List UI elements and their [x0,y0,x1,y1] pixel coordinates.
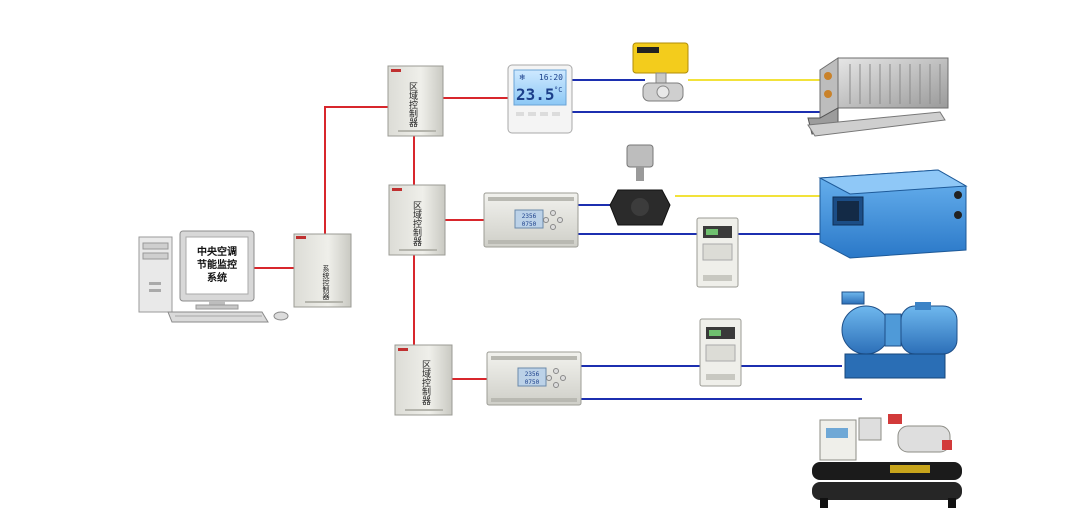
room-thermostat: ❄ 16:20 23.5 °C [507,64,573,134]
vfd-inverter-1 [696,217,739,288]
zone-controller-2-label: 区域控制器 [411,201,422,246]
central-pc: 中央空调 节能监控 系统 [138,230,289,323]
water-chiller [812,414,962,508]
ddc-1-readout-1: 2356 [522,213,537,220]
electric-regulating-valve [609,144,671,226]
ddc-1-readout-2: 0750 [522,221,537,228]
ddc-controller-2: 2356 0750 [486,351,582,406]
thermostat-unit: °C [554,86,562,94]
screen-line-1: 中央空调 [197,245,237,258]
snowflake-icon: ❄ [519,73,526,82]
connection-lines [252,79,862,400]
system-controller-label: 系统控制器 [322,264,330,301]
pc-mouse [273,311,289,321]
ddc-controller-1: 2356 0750 [483,192,579,248]
pc-tower [138,236,173,313]
zone-controller-2: 区域控制器 [388,184,446,256]
screen-line-3: 系统 [207,271,227,284]
screen-line-2: 节能监控 [197,258,237,271]
ddc-2-readout-2: 0750 [525,379,540,386]
ddc-2-readout-1: 2356 [525,371,540,378]
zone-controller-3: 区域控制器 [394,344,453,416]
pc-monitor: 中央空调 节能监控 系统 [179,230,255,310]
system-controller: 系统控制器 [293,233,352,308]
thermostat-time: 16:20 [539,73,563,82]
motorized-ball-valve [632,42,689,102]
zone-controller-3-label: 区域控制器 [420,360,431,405]
zone-controller-1: 区域控制器 [387,65,444,137]
vfd-inverter-2 [699,318,742,387]
air-handling-unit [818,169,968,259]
red-link-sys-zone1 [324,106,390,234]
water-pump [841,291,958,379]
fan-coil-unit [807,57,949,137]
thermostat-temperature: 23.5 [516,85,555,104]
zone-controller-1-label: 区域控制器 [407,82,418,127]
pc-keyboard [167,311,269,323]
